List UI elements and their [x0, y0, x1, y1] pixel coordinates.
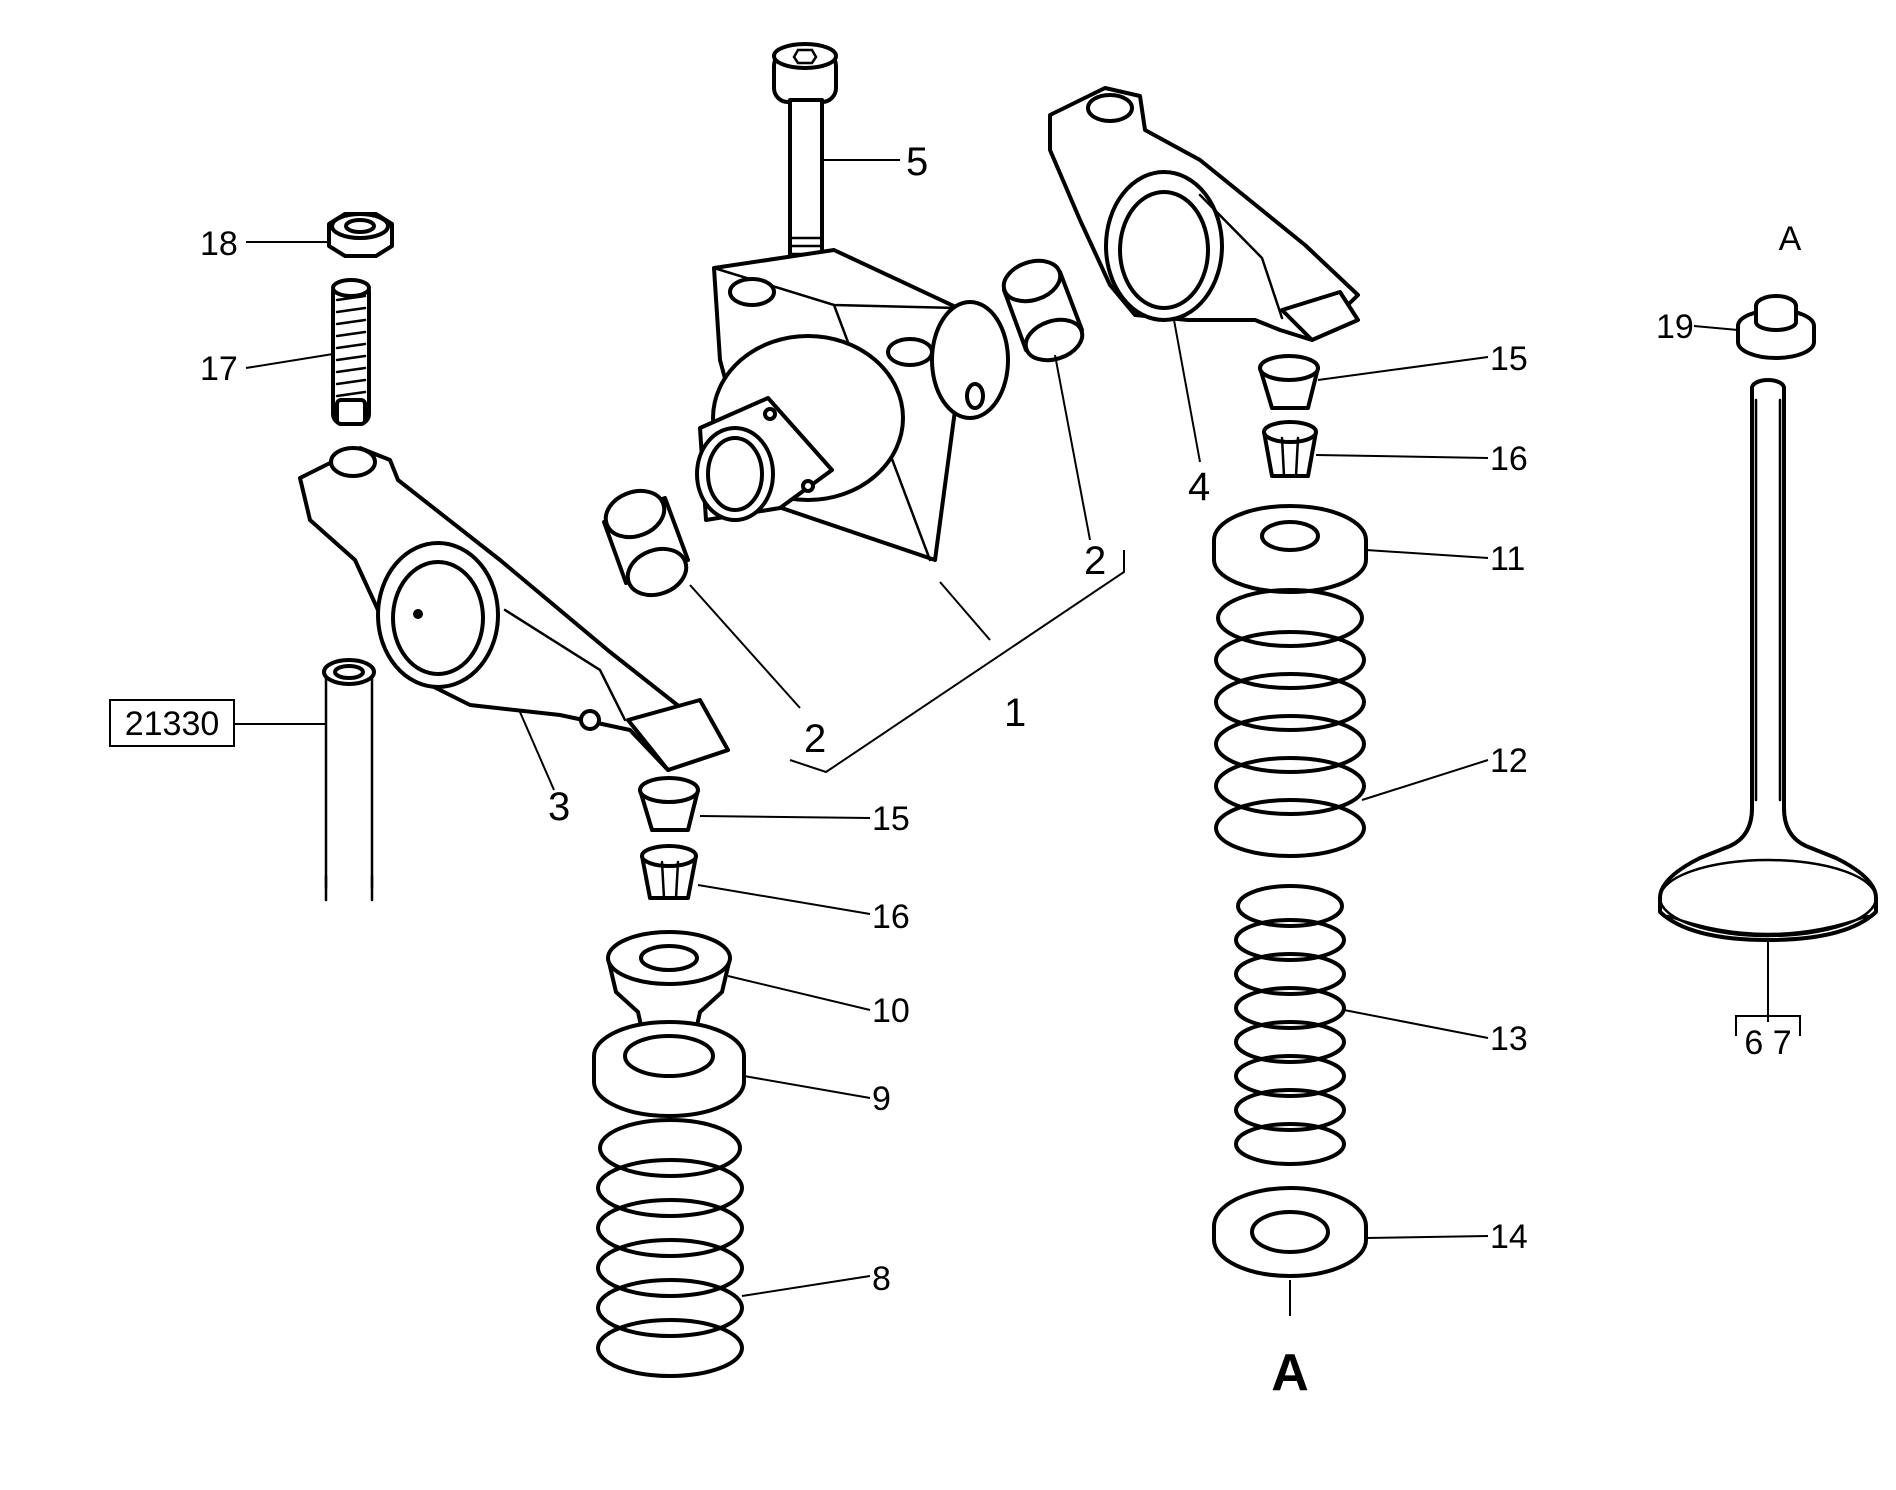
callout-4: 4 [1188, 465, 1210, 509]
part-10-spring-retainer [606, 930, 732, 1050]
part-8-valve-spring-left [596, 1118, 745, 1378]
part-18-nut [327, 212, 394, 258]
part-14-spring-seat [1212, 1186, 1368, 1278]
callout-19: 19 [1656, 308, 1694, 346]
part-13-inner-valve-spring [1234, 884, 1347, 1166]
leader-lines [234, 159, 1801, 1316]
part-4-rocker-arm [1048, 86, 1360, 342]
part-11-spring-retainer [1212, 504, 1368, 594]
callout-13: 13 [1490, 1020, 1528, 1058]
part-valve [1658, 378, 1878, 942]
part-1-rocker-pedestal [695, 248, 1010, 562]
part-push-rod [322, 658, 376, 902]
callout-5: 5 [906, 140, 928, 184]
callout-12: 12 [1490, 742, 1528, 780]
callout-18: 18 [200, 225, 238, 263]
detail-a-label-top: A [1779, 220, 1802, 258]
callout-14: 14 [1490, 1218, 1528, 1256]
ref-code: 21330 [125, 705, 220, 743]
part-2-bushing-left [602, 488, 690, 598]
part-2-bushing-right [1001, 258, 1085, 363]
part-17-adjusting-screw [331, 278, 371, 426]
callout-15-right: 15 [1490, 340, 1528, 378]
callout-8: 8 [872, 1260, 891, 1298]
detail-a-label-bottom: A [1271, 1344, 1309, 1402]
ref-box [109, 699, 235, 747]
callout-2-right: 2 [1084, 539, 1106, 583]
bracket-part-1 [789, 550, 1125, 774]
callout-16-right: 16 [1490, 440, 1528, 478]
part-15-cap-right [1258, 354, 1320, 410]
part-12-outer-valve-spring [1214, 588, 1367, 858]
callout-16-left: 16 [872, 898, 910, 936]
callout-9: 9 [872, 1080, 891, 1118]
part-3-rocker-arm [298, 446, 730, 772]
callout-17: 17 [200, 350, 238, 388]
callout-1: 1 [1004, 691, 1026, 735]
part-5-bolt [772, 42, 838, 264]
callout-15-left: 15 [872, 800, 910, 838]
callout-3: 3 [548, 785, 570, 829]
callout-valve-range: 6 7 [1744, 1024, 1791, 1062]
part-15-cap-left [638, 776, 700, 832]
callout-10: 10 [872, 992, 910, 1030]
part-9-washer [592, 1020, 746, 1118]
part-16-collet-right [1262, 420, 1318, 478]
callout-11: 11 [1490, 540, 1525, 578]
part-16-collet-left [640, 844, 698, 900]
part-19-valve-seal [1736, 294, 1816, 360]
callout-2-left: 2 [804, 717, 826, 761]
